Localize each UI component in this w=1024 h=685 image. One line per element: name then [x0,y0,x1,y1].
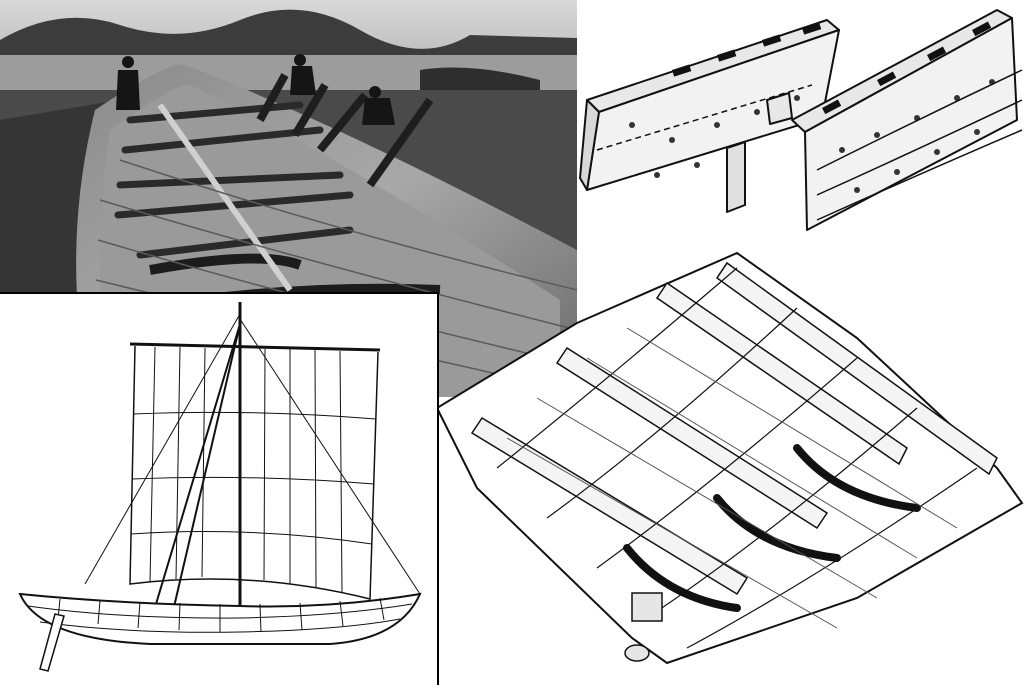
plank-joint-drawing [577,0,1024,238]
hull-cutaway-drawing [437,238,1024,683]
viking-ship-sail-drawing [0,292,439,685]
